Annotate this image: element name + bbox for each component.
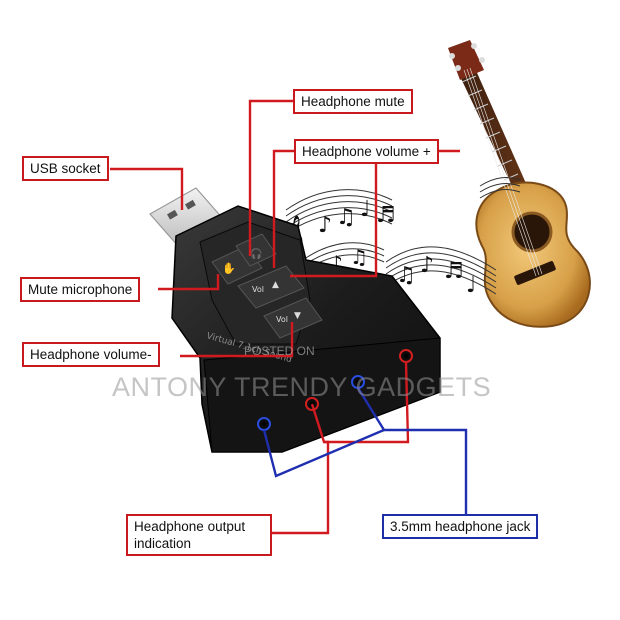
headphone-volume-plus-button[interactable]: Vol ▲ xyxy=(237,265,305,309)
headphone-mute-button[interactable]: 🎧 xyxy=(235,233,277,267)
guitar-illustration xyxy=(448,40,591,328)
vol-minus-label: Vol xyxy=(276,315,288,324)
leader-line-volume-plus xyxy=(272,149,296,268)
label-headphone-volume-minus: Headphone volume- xyxy=(22,342,160,367)
headphone-mute-icon: 🎧 xyxy=(250,247,262,260)
leader-line-headphone-mute xyxy=(248,99,294,256)
label-headphone-mute: Headphone mute xyxy=(293,89,413,114)
leader-line-headphone-jack-left xyxy=(262,428,385,478)
guitar-headstock xyxy=(448,40,484,80)
usb-contact xyxy=(185,199,196,210)
guitar-soundhole xyxy=(511,211,553,253)
label-usb-socket: USB socket xyxy=(22,156,109,181)
leader-line-volume-minus xyxy=(180,322,294,358)
tuning-peg xyxy=(455,65,461,71)
leader-line-output-indication xyxy=(272,440,330,535)
vol-plus-label: Vol xyxy=(252,285,264,294)
guitar-neck xyxy=(458,66,540,220)
leader-line-output-ports xyxy=(310,361,410,444)
label-headphone-output-indication: Headphone output indication xyxy=(126,514,272,556)
audio-jack-port xyxy=(351,375,365,389)
tuning-peg xyxy=(479,57,485,63)
label-mute-microphone: Mute microphone xyxy=(20,277,141,302)
usb-contact xyxy=(167,209,178,220)
volume-up-icon: ▲ xyxy=(272,280,279,290)
watermark-small: POSTED ON xyxy=(244,344,315,358)
tuning-peg xyxy=(471,43,477,49)
note-icon: ♬ xyxy=(376,203,396,228)
leader-line-volume-plus-right xyxy=(290,149,460,278)
note-icon: ♫ xyxy=(396,263,416,288)
note-icon: ♬ xyxy=(444,259,464,284)
note-icon: ♫ xyxy=(350,245,368,269)
note-icon: ♩ xyxy=(466,273,476,298)
watermark-text: ANTONY TRENDY GADGETS xyxy=(112,372,492,402)
note-icon: ♩ xyxy=(360,197,370,222)
note-icon: ♫ xyxy=(336,205,356,230)
guitar-strings xyxy=(463,67,543,277)
music-staff xyxy=(479,177,521,199)
headphone-volume-minus-button[interactable]: Vol ▼ xyxy=(263,297,323,339)
leader-lines xyxy=(110,99,468,535)
note-icon: ♪ xyxy=(420,253,434,278)
leader-line-headphone-jack xyxy=(356,387,468,514)
tuning-peg xyxy=(449,53,455,59)
note-icon: ♪ xyxy=(318,213,332,238)
leader-line-mute-microphone xyxy=(158,274,220,291)
audio-jack-port xyxy=(399,349,413,363)
audio-jack-port xyxy=(257,417,271,431)
music-staff xyxy=(385,246,497,295)
mute-microphone-icon: ✋ xyxy=(222,262,236,275)
label-headphone-volume-plus: Headphone volume + xyxy=(294,139,439,164)
guitar-body xyxy=(475,181,591,328)
volume-down-icon: ▼ xyxy=(294,311,301,321)
sound-card-device: ✋ 🎧 Vol ▲ Vol ▼ Virtual 7.1ch Sound xyxy=(171,205,441,453)
leader-line-usb-socket xyxy=(110,167,184,210)
guitar-frets xyxy=(461,75,519,181)
label-headphone-jack: 3.5mm headphone jack xyxy=(382,514,539,539)
